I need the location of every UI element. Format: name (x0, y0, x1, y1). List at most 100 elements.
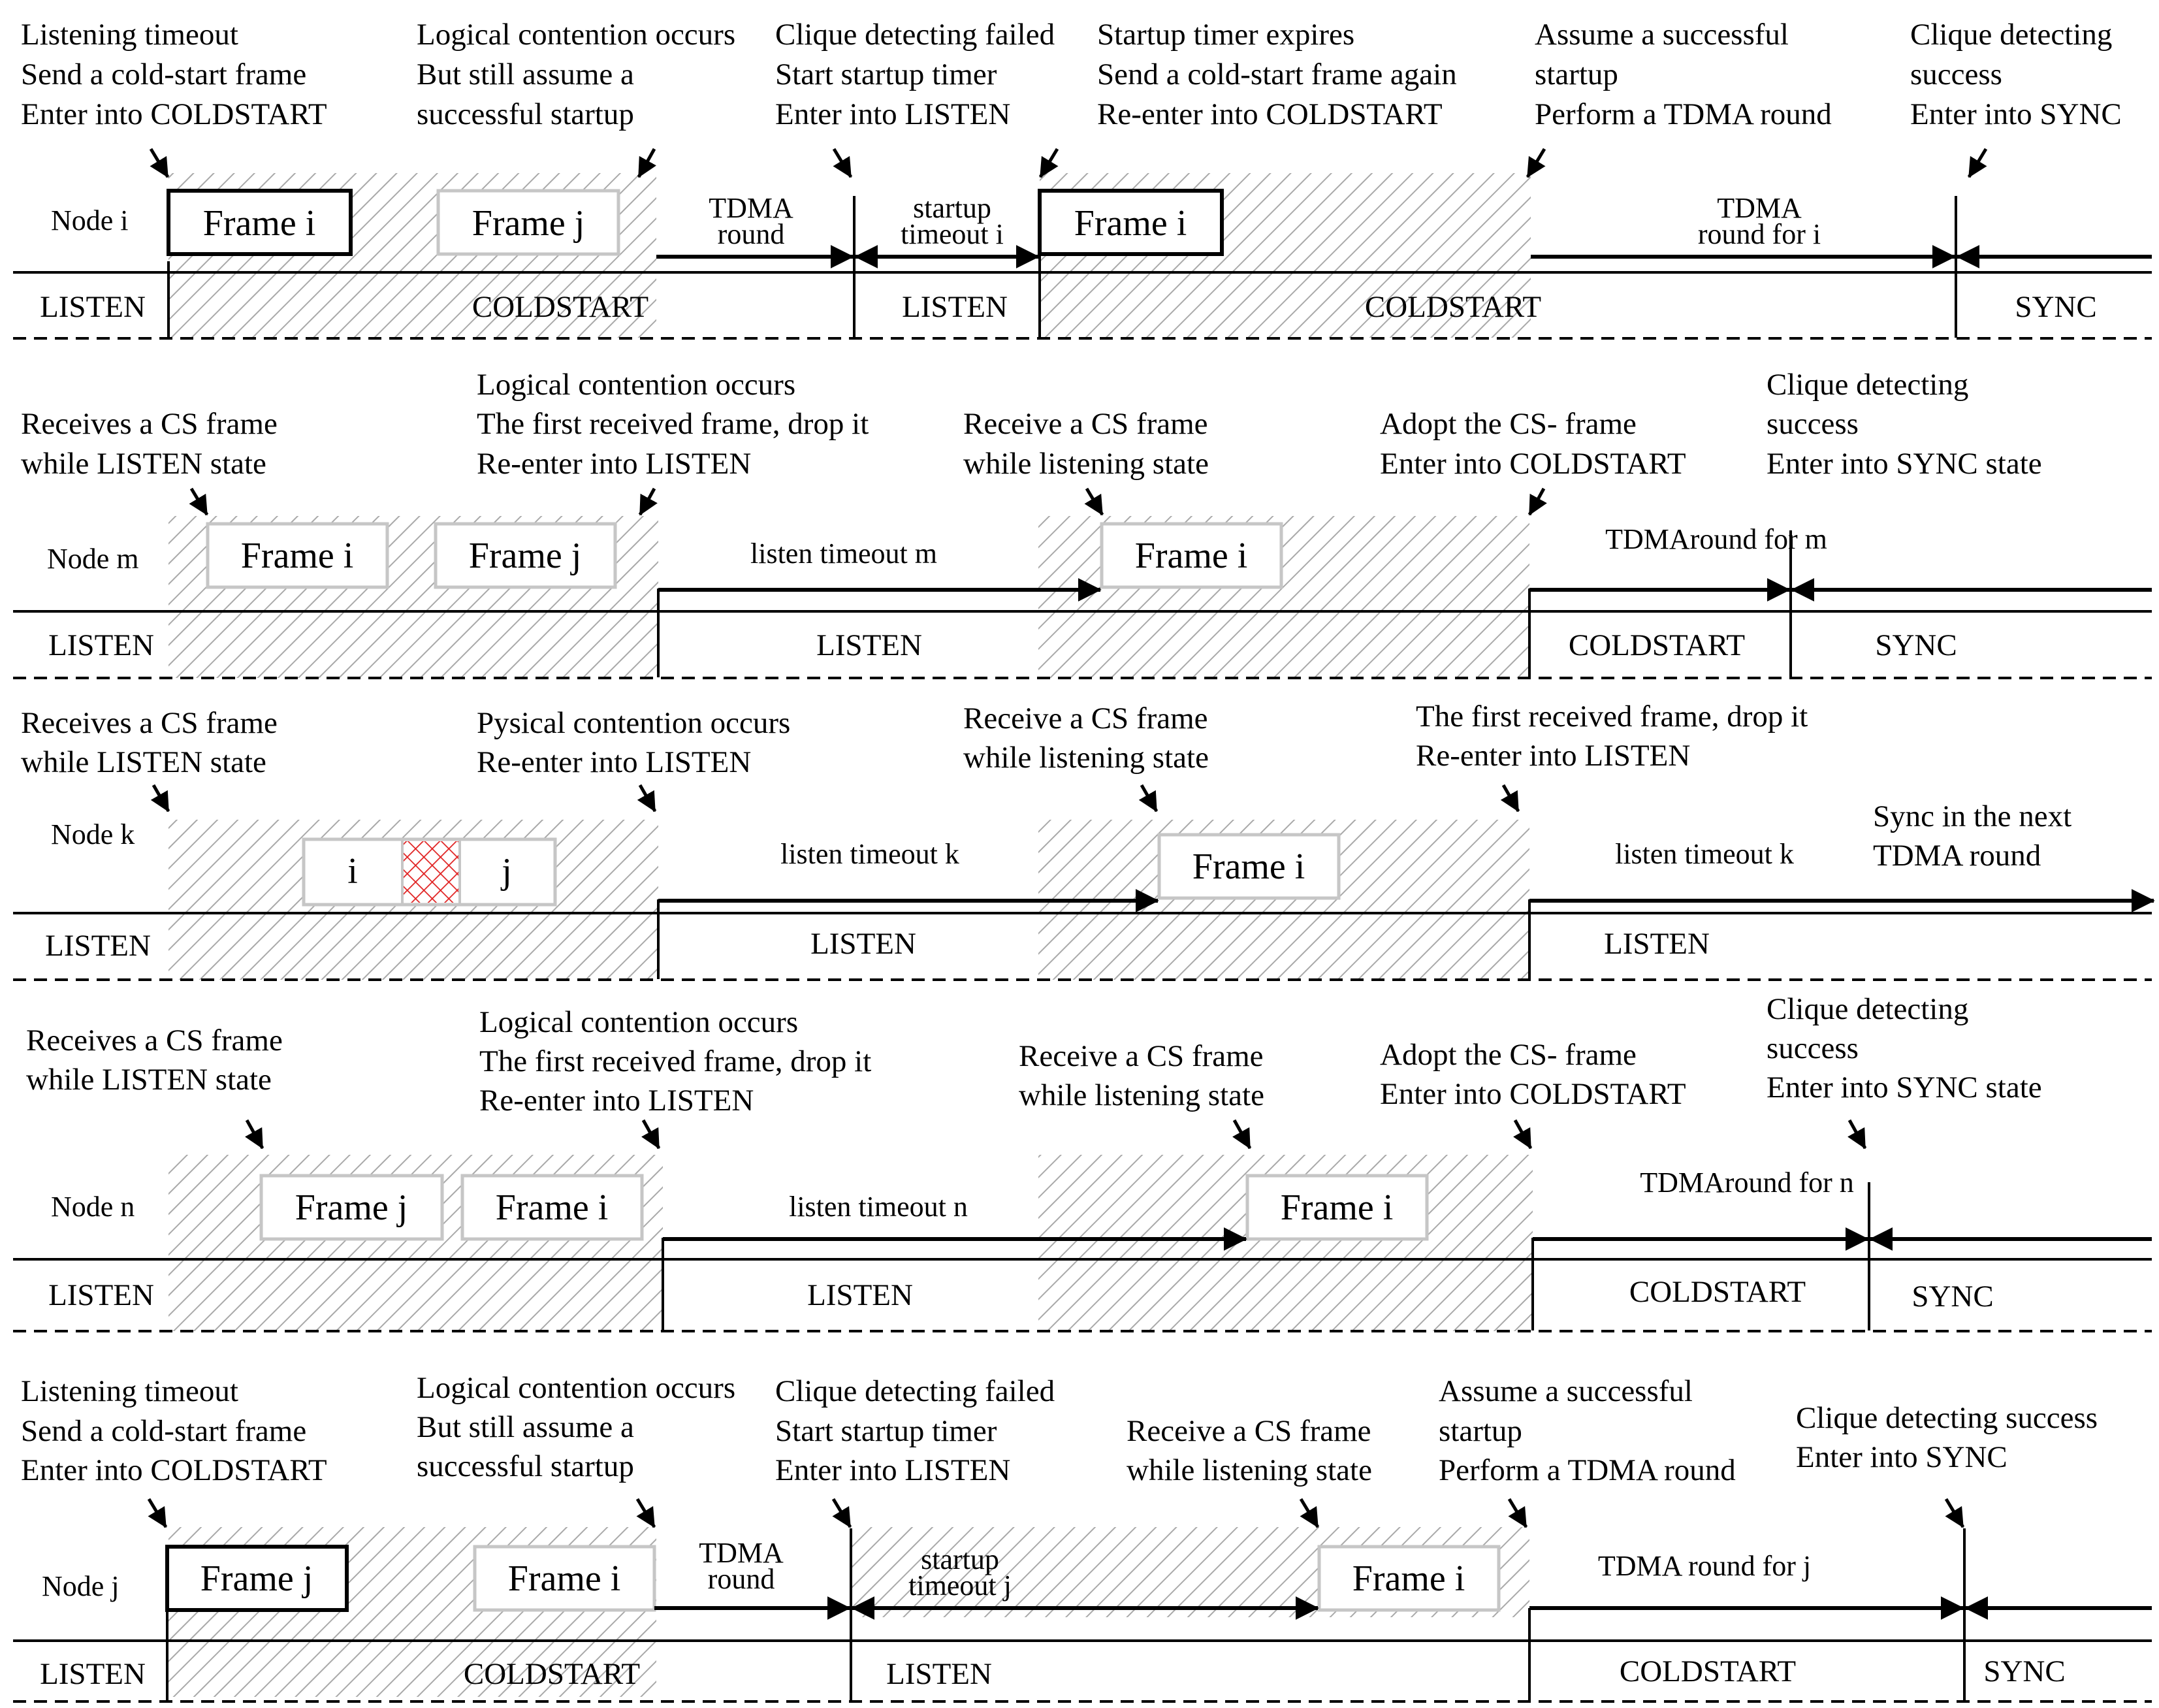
annotation: Receive a CS frame (1019, 1039, 1264, 1073)
frame-box (1100, 522, 1283, 589)
annotation: Receive a CS frame (963, 407, 1208, 441)
annotation: successful startup (417, 1449, 634, 1483)
pointer-arrow (1507, 1498, 1528, 1528)
timer-label: listen timeout n (789, 1191, 968, 1223)
pointer-arrow (147, 1498, 168, 1528)
annotation: Send a cold-start frame again (1097, 57, 1457, 91)
annotation: Adopt the CS- frame (1380, 1038, 1637, 1072)
annotation: success (1910, 57, 2002, 91)
timer-label: startup (913, 192, 991, 224)
annotation: Listening timeout (21, 1374, 238, 1408)
frame-label: Frame i (1192, 846, 1305, 887)
pointer-arrow (189, 487, 209, 516)
annotation: Pysical contention occurs (477, 706, 790, 740)
pointer-arrow (637, 148, 656, 178)
annotation: Send a cold-start frame (21, 1414, 306, 1448)
frame-box (436, 189, 620, 256)
frame-label: Frame j (469, 536, 582, 576)
state-label: LISTEN (886, 1657, 992, 1691)
pointer-arrow (1944, 1498, 1965, 1528)
annotation: Start startup timer (775, 57, 997, 91)
timer-label: TDMAround for n (1640, 1167, 1854, 1199)
collision-block (402, 841, 460, 903)
state-label: SYNC (1911, 1280, 1993, 1313)
row-node-j: Node j Frame j Frame i Frame i TDMA roun… (13, 1371, 2152, 1703)
state-label: COLDSTART (1365, 290, 1541, 324)
frame-box (1317, 1545, 1501, 1612)
frame-box (165, 1545, 349, 1612)
annotation: Re-enter into COLDSTART (1097, 97, 1443, 131)
timer-label: startup (921, 1543, 999, 1575)
annotation: TDMA round (1873, 839, 2041, 873)
pointer-arrow (831, 1498, 852, 1528)
annotation: startup (1439, 1414, 1522, 1448)
annotation: Logical contention occurs (477, 368, 795, 402)
state-label: LISTEN (40, 290, 146, 324)
state-label: LISTEN (45, 929, 151, 963)
annotation: Receives a CS frame (26, 1023, 283, 1057)
pointer-arrow (1513, 1119, 1533, 1150)
frame-label: Frame i (496, 1187, 609, 1228)
pointer-arrow (832, 148, 853, 178)
timer-label: TDMA round for j (1598, 1550, 1811, 1582)
annotation: But still assume a (417, 57, 634, 91)
pointer-arrow (1526, 148, 1546, 178)
state-label: SYNC (2015, 290, 2096, 324)
annotation: But still assume a (417, 1410, 634, 1444)
annotation: The first received frame, drop it (479, 1044, 871, 1078)
annotation: The first received frame, drop it (477, 407, 869, 441)
state-label: LISTEN (810, 927, 916, 961)
row-node-n: Node n Frame j Frame i Frame i listen ti… (13, 992, 2152, 1332)
frame-box (167, 189, 353, 256)
timer-label: TDMAround for m (1605, 523, 1827, 555)
node-label: Node m (47, 543, 139, 575)
annotation: Clique detecting failed (775, 1374, 1055, 1408)
annotation: while listening state (1019, 1078, 1264, 1112)
state-label: COLDSTART (1569, 628, 1745, 662)
frame-label: Frame i (241, 536, 354, 576)
state-label: LISTEN (1604, 927, 1710, 961)
state-label: COLDSTART (464, 1657, 640, 1691)
frame-label: Frame j (472, 203, 585, 244)
annotation: Enter into SYNC state (1767, 1071, 2042, 1104)
state-label: LISTEN (40, 1657, 146, 1691)
annotation: Re-enter into LISTEN (477, 447, 751, 481)
row-node-m: Node m Frame i Frame j Frame i listen ti… (13, 368, 2152, 679)
pointer-arrow (1038, 148, 1059, 178)
state-label: LISTEN (816, 628, 922, 662)
annotation: Perform a TDMA round (1535, 97, 1832, 131)
frame-label: Frame i (1074, 203, 1187, 244)
state-label: SYNC (1875, 628, 1957, 662)
annotation: Enter into COLDSTART (1380, 447, 1686, 481)
annotation: startup (1535, 57, 1618, 91)
state-label: COLDSTART (1629, 1275, 1806, 1309)
pointer-arrow (1138, 784, 1159, 813)
annotation: Assume a successful (1439, 1374, 1693, 1408)
annotation: success (1767, 1031, 1859, 1065)
annotation: Receives a CS frame (21, 706, 278, 740)
timer-label: round (718, 218, 785, 250)
pointer-arrow (1500, 784, 1520, 813)
annotation: Enter into LISTEN (775, 97, 1010, 131)
timer-label: timeout i (901, 218, 1004, 250)
frame-box (434, 522, 617, 589)
annotation: success (1767, 407, 1859, 441)
timer-label: TDMA (699, 1537, 784, 1569)
pointer-arrow (1084, 487, 1104, 516)
annotation: Enter into LISTEN (775, 1453, 1010, 1487)
annotation: successful startup (417, 97, 634, 131)
annotation: Logical contention occurs (417, 1371, 735, 1405)
annotation: Clique detecting (1767, 992, 1968, 1026)
annotation: Clique detecting (1910, 18, 2112, 52)
frame-label: Frame i (1352, 1558, 1465, 1599)
annotation: Re-enter into LISTEN (1416, 739, 1690, 773)
frame-box (473, 1545, 656, 1612)
pointer-arrow (1299, 1498, 1320, 1528)
frame-box (259, 1174, 444, 1241)
annotation: Adopt the CS- frame (1380, 407, 1637, 441)
pointer-arrow (1232, 1119, 1252, 1150)
annotation: Send a cold-start frame (21, 57, 306, 91)
annotation: Perform a TDMA round (1439, 1453, 1736, 1487)
pointer-arrow (149, 148, 170, 178)
frame-label: i (347, 851, 358, 892)
